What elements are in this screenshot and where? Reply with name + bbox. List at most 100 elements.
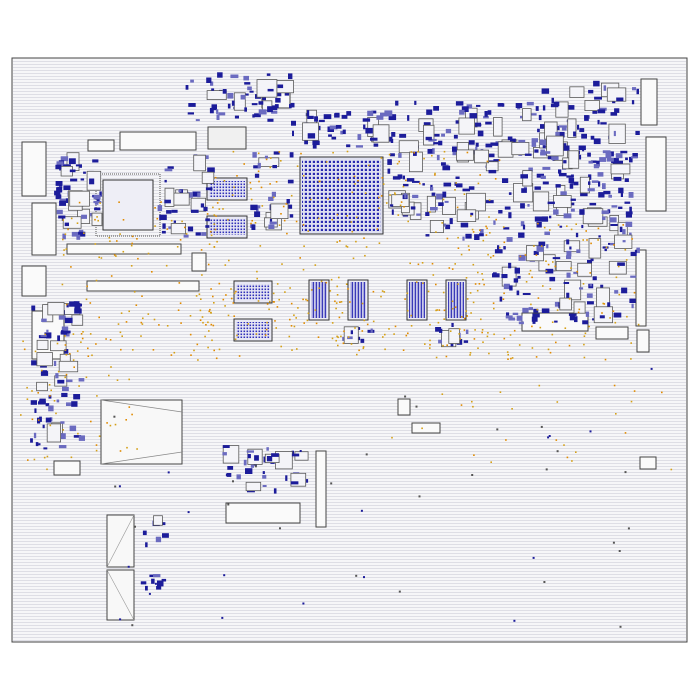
small-component [207,126,247,150]
smd-component [81,214,87,219]
solder-pad [109,339,112,341]
smd-component [587,188,595,192]
solder-pad [451,268,454,270]
solder-pad [482,239,485,242]
smd-component [543,151,551,154]
solder-pad [421,427,423,430]
smd-component [504,206,511,210]
smd-component [538,114,542,121]
solder-pad [493,333,495,336]
smd-component [479,233,484,237]
ic-package [577,262,592,277]
smd-component [520,115,524,119]
via [548,435,551,437]
solder-pad [119,233,121,235]
smd-component [59,433,66,439]
solder-pad [424,343,426,345]
smd-component [56,399,60,403]
smd-component [570,208,575,212]
solder-pad [402,185,405,188]
solder-pad [274,320,276,322]
smd-component [217,72,223,78]
solder-pad [100,257,103,259]
solder-pad [542,285,544,287]
smd-component [157,580,164,587]
solder-pad [72,359,75,361]
solder-pad [472,263,475,266]
smd-component [274,104,279,109]
ic-package [568,150,580,169]
smd-component [622,240,626,243]
smd-component [568,177,575,184]
solder-pad [488,352,490,355]
ic-package [50,340,67,352]
smd-component [46,329,49,333]
smd-component [55,194,62,200]
solder-pad [62,254,65,256]
via [627,527,630,530]
solder-pad [131,235,134,238]
solder-pad [400,201,403,203]
solder-pad [180,322,182,324]
smd-component [517,275,521,279]
solder-pad [210,230,212,233]
solder-pad [338,316,341,319]
solder-pad [81,337,84,340]
smd-component [307,115,314,119]
smd-component [262,96,266,101]
solder-pad [380,195,383,197]
solder-pad [389,194,391,196]
smd-component [386,136,393,142]
solder-pad [511,357,514,359]
edge-connector [315,450,327,528]
smd-component [48,405,54,412]
solder-pad [502,226,505,228]
smd-component [435,327,442,332]
smd-component [54,190,61,196]
smd-component [34,408,37,413]
smd-component [230,74,239,79]
smd-component [407,115,410,121]
smd-component [317,125,321,131]
via [127,565,130,568]
smd-component [267,106,273,113]
smd-component [438,140,443,146]
solder-pad [202,321,204,324]
solder-pad [335,339,337,342]
smd-component [312,143,317,149]
solder-pad [230,288,232,290]
smd-component [273,488,277,494]
smd-component [541,216,549,222]
smd-component [516,290,520,296]
smd-component [600,122,607,125]
smd-component [555,131,560,138]
solder-pad [415,281,418,283]
smd-component [270,105,278,111]
solder-pad [332,151,334,154]
solder-pad [95,449,98,452]
smd-component [520,174,528,179]
smd-component [253,165,260,169]
solder-pad [170,354,173,356]
solder-pad [458,328,461,330]
smd-component [621,287,628,294]
smd-component [254,173,260,178]
solder-pad [469,354,471,356]
solder-pad [503,292,505,295]
solder-pad [457,247,460,249]
solder-pad [50,389,52,392]
solder-pad [486,227,488,230]
smd-component [414,100,417,105]
solder-pad [290,302,293,305]
smd-component [475,142,479,147]
solder-pad [467,245,470,247]
solder-pad [80,333,83,335]
solder-pad [230,297,233,300]
solder-pad [272,196,275,199]
solder-pad [355,240,357,243]
via [223,574,226,577]
solder-pad [355,216,358,219]
smd-component [613,176,622,181]
ic-package [193,154,206,172]
solder-pad [307,312,310,315]
